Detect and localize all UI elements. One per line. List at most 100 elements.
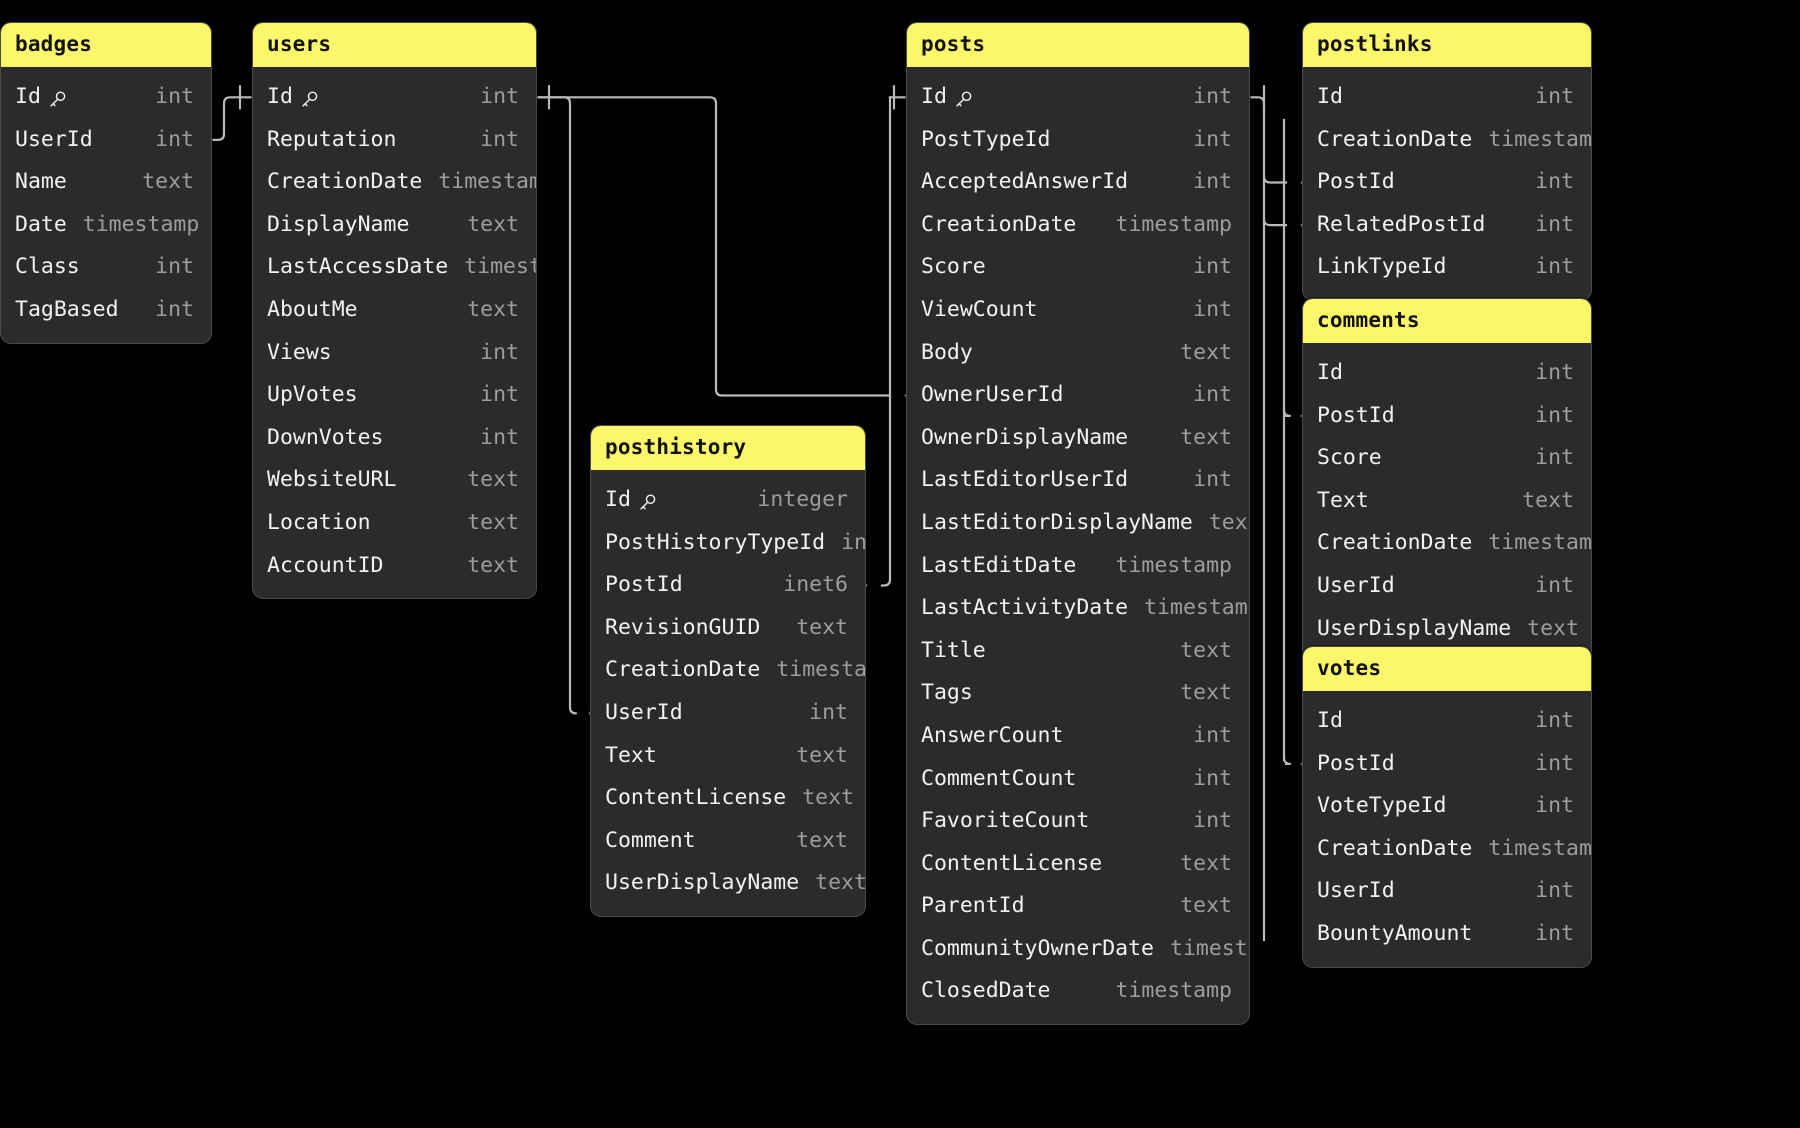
field-row[interactable]: CommunityOwnerDatetimestamp: [907, 928, 1249, 971]
field-type: text: [467, 467, 519, 493]
field-name: Score: [921, 246, 986, 289]
field-name: Id: [1317, 700, 1343, 743]
field-type: text: [815, 870, 866, 896]
field-name-label: UserDisplayName: [1317, 615, 1512, 641]
field-name: FavoriteCount: [921, 800, 1089, 843]
field-type: int: [480, 126, 519, 152]
field-type: int: [1193, 722, 1232, 748]
field-row[interactable]: LastAccessDatetimestamp: [253, 246, 536, 289]
field-row[interactable]: AnswerCount int: [907, 715, 1249, 758]
table-postlinks[interactable]: postlinksIdintCreationDatetimestampPostI…: [1302, 22, 1592, 301]
field-row[interactable]: PostHistoryTypeIdint: [591, 522, 865, 565]
field-row[interactable]: UserId int: [1, 119, 211, 162]
field-type: text: [796, 742, 848, 768]
field-name: DisplayName: [267, 204, 409, 247]
table-title-users: users: [253, 23, 536, 67]
field-type: int: [480, 382, 519, 408]
field-name: RevisionGUID: [605, 607, 760, 650]
field-name: Location: [267, 502, 371, 545]
field-name-label: CreationDate: [1317, 126, 1473, 152]
table-posthistory[interactable]: posthistoryIdintegerPostHistoryTypeIdint…: [590, 425, 866, 917]
field-type: int: [1193, 765, 1232, 791]
field-name-label: Id: [605, 487, 631, 512]
field-name: UserId: [15, 119, 93, 162]
field-name-label: Comment: [605, 827, 696, 853]
field-type: int: [155, 126, 194, 152]
field-name: AnswerCount: [921, 715, 1063, 758]
field-type: int: [1193, 467, 1232, 493]
field-row[interactable]: LastEditorDisplayNametext: [907, 502, 1249, 545]
field-name: ViewCount: [921, 289, 1038, 332]
field-name: CreationDate: [605, 649, 760, 692]
field-name-label: RelatedPostId: [1317, 211, 1486, 237]
